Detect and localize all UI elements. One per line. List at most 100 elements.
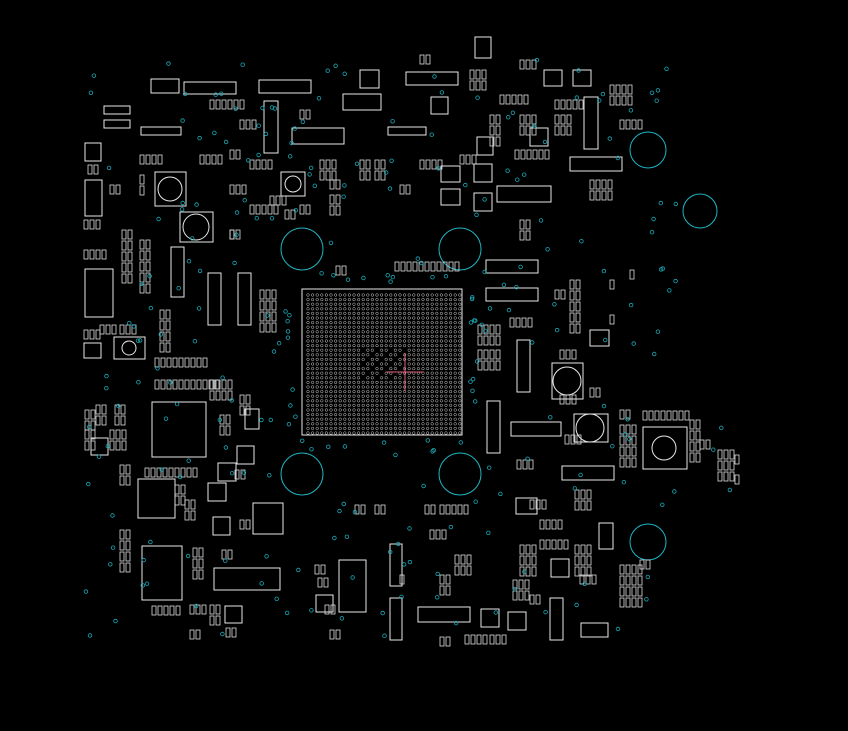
test-point	[140, 583, 145, 588]
test-point	[263, 131, 269, 137]
smd-component	[166, 357, 172, 368]
test-point	[578, 472, 583, 478]
cpu-ball	[380, 417, 384, 421]
inductor-core	[182, 213, 210, 241]
smd-component	[575, 312, 581, 323]
cpu-ball	[343, 353, 347, 357]
test-point	[148, 305, 154, 311]
cpu-ball	[416, 408, 420, 412]
cpu-ball	[370, 399, 374, 403]
cpu-ball	[453, 344, 457, 348]
cpu-ball	[329, 293, 333, 297]
cpu-ball	[393, 362, 397, 366]
cpu-ball	[334, 325, 338, 329]
cpu-ball	[306, 293, 310, 297]
cpu-ball	[370, 344, 374, 348]
cpu-ball	[320, 339, 324, 343]
test-point	[627, 436, 632, 442]
cpu-ball	[389, 403, 393, 407]
smd-component	[489, 335, 495, 346]
cpu-ball	[343, 426, 347, 430]
smd-component	[625, 409, 631, 420]
cpu-ball	[375, 298, 379, 302]
cpu-ball	[380, 394, 384, 398]
smd-component	[174, 467, 180, 478]
cpu-ball	[430, 408, 434, 412]
cpu-ball	[407, 348, 411, 352]
cpu-ball	[449, 413, 453, 417]
capacitor	[417, 606, 471, 623]
mounting-hole	[280, 227, 324, 271]
smd-component	[689, 452, 695, 463]
test-point	[342, 71, 347, 76]
smd-component	[400, 261, 406, 272]
cpu-ball	[347, 348, 351, 352]
smd-component	[109, 429, 115, 440]
smd-component	[265, 300, 271, 311]
cpu-ball	[430, 311, 434, 315]
smd-component	[115, 429, 121, 440]
cpu-ball	[324, 316, 328, 320]
cpu-ball	[430, 348, 434, 352]
cpu-ball	[435, 339, 439, 343]
cpu-ball	[453, 307, 457, 311]
cpu-ball	[407, 390, 411, 394]
cpu-ball	[334, 413, 338, 417]
smd-component	[729, 460, 735, 471]
test-point	[530, 340, 535, 345]
test-point	[233, 106, 238, 111]
cpu-ball	[453, 348, 457, 352]
cpu-ball	[458, 298, 462, 302]
cpu-ball	[426, 371, 430, 375]
cpu-ball	[421, 426, 425, 430]
cpu-ball	[320, 311, 324, 315]
smd-component	[271, 311, 277, 322]
cpu-ball	[458, 390, 462, 394]
cpu-ball	[435, 330, 439, 334]
cpu-ball	[458, 334, 462, 338]
cpu-ball	[311, 394, 315, 398]
cpu-ball	[306, 426, 310, 430]
test-point	[479, 322, 484, 327]
test-point	[309, 608, 314, 613]
cpu-ball	[421, 353, 425, 357]
test-point	[576, 68, 581, 73]
cpu-ball	[453, 380, 457, 384]
smd-component	[359, 159, 365, 170]
cpu-ball	[320, 417, 324, 421]
cpu-ball	[435, 385, 439, 389]
cpu-ball	[453, 293, 457, 297]
smd-component	[261, 159, 267, 170]
smd-component	[271, 289, 277, 300]
cpu-ball	[435, 431, 439, 435]
smd-component	[119, 562, 125, 573]
cpu-ball	[343, 302, 347, 306]
ic	[207, 482, 227, 502]
test-point	[223, 445, 229, 450]
smd-component	[580, 489, 586, 500]
smd-component	[83, 249, 89, 260]
cpu-ball	[458, 371, 462, 375]
cpu-ball	[407, 413, 411, 417]
cpu-ball	[343, 385, 347, 389]
cpu-ball	[421, 334, 425, 338]
test-point	[615, 626, 621, 632]
smd-component	[365, 170, 371, 181]
test-point	[421, 483, 426, 489]
smd-component	[538, 149, 544, 160]
cpu-ball	[361, 307, 365, 311]
smd-component	[557, 539, 563, 550]
cpu-ball	[375, 399, 379, 403]
cpu-ball	[357, 376, 361, 380]
smd-component	[192, 547, 198, 558]
cpu-ball	[352, 380, 356, 384]
smd-component	[202, 379, 208, 390]
cpu-ball	[398, 385, 402, 389]
cpu-ball	[315, 330, 319, 334]
cpu-ball	[444, 321, 448, 325]
smd-component	[209, 604, 215, 615]
cpu-ball	[375, 426, 379, 430]
smd-component	[723, 460, 729, 471]
smd-component	[425, 54, 431, 65]
smd-component	[466, 554, 472, 565]
